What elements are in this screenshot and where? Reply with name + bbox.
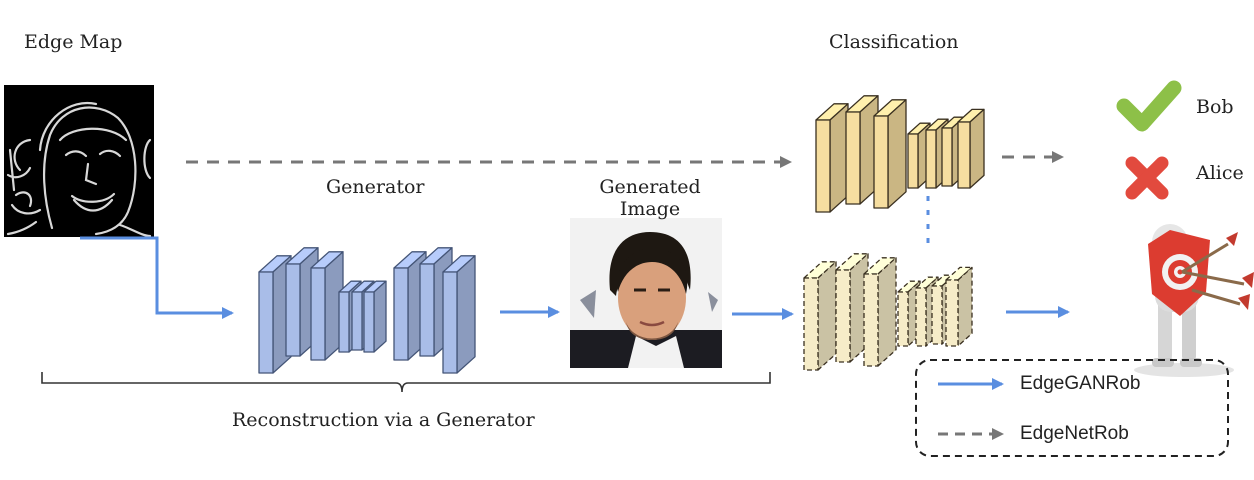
generator-layer-3 [310,251,344,361]
cross-icon [1125,156,1169,200]
classifier-network [815,95,985,213]
legend-box [915,359,1229,457]
generated-face-image [570,218,722,368]
generator-layer-9 [442,255,476,374]
classifier-dashed-layer-2 [835,253,869,363]
legend-edgenetrob-label: EdgeNetRob [1020,423,1129,444]
bob-label: Bob [1196,96,1234,118]
shield-target-figure-icon [1134,224,1254,377]
edge-map-image [4,85,154,238]
reconstruction-bracket [41,372,771,393]
generator-label: Generator [326,176,425,198]
edge-map-label: Edge Map [24,31,123,53]
edge-to-generator-arrow [80,236,234,319]
alice-label: Alice [1196,162,1244,184]
classification-label: Classification [829,31,959,53]
classifier-network-dashed [803,253,973,371]
generated-image-label: Generated Image [599,176,701,220]
classifier-layer-7 [957,108,985,189]
classifier-dashed-layer-1 [803,261,837,371]
generator-network [258,247,476,374]
classifier-layer-1 [815,103,849,213]
legend-edgeganrob-label: EdgeGANRob [1020,373,1141,394]
check-icon [1116,80,1182,132]
classifier-dashed-layer-3 [863,257,897,367]
reconstruction-label: Reconstruction via a Generator [232,409,535,431]
classifier-dashed-layer-7 [945,266,973,347]
classifier-layer-3 [873,99,907,209]
generator-layer-6 [363,280,387,353]
classifier-layer-2 [845,95,879,205]
